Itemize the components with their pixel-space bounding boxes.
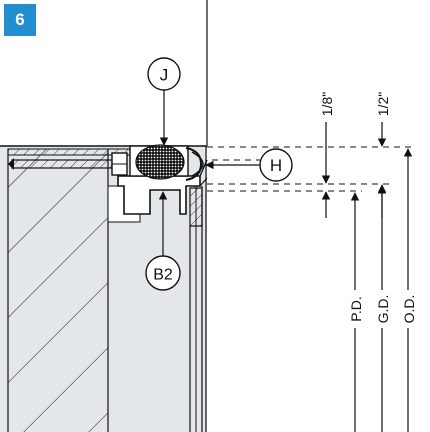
callout-h: H <box>205 148 293 182</box>
callout-j: J <box>147 57 181 146</box>
right-panel <box>207 0 430 432</box>
screw <box>8 152 128 176</box>
figure-number-badge: 6 <box>4 4 36 36</box>
dimension-one-eighth-label: 1/8" <box>319 92 335 116</box>
seal-j <box>135 144 185 180</box>
gd-label: G.D. <box>375 295 391 324</box>
callout-b2-label: B2 <box>153 267 173 284</box>
weatherstrip-h <box>185 147 204 181</box>
callout-j-label: J <box>160 66 169 85</box>
wall-hatch <box>8 149 108 432</box>
dimension-one-half-label: 1/2" <box>375 92 391 116</box>
pd-label: P.D. <box>348 296 364 321</box>
glass-unit <box>189 146 207 432</box>
callout-h-label: H <box>270 156 282 175</box>
od-label: O.D. <box>401 295 417 324</box>
callout-b2: B2 <box>145 191 181 291</box>
dimension-extension-lines <box>207 146 412 192</box>
frame-section <box>0 145 207 432</box>
